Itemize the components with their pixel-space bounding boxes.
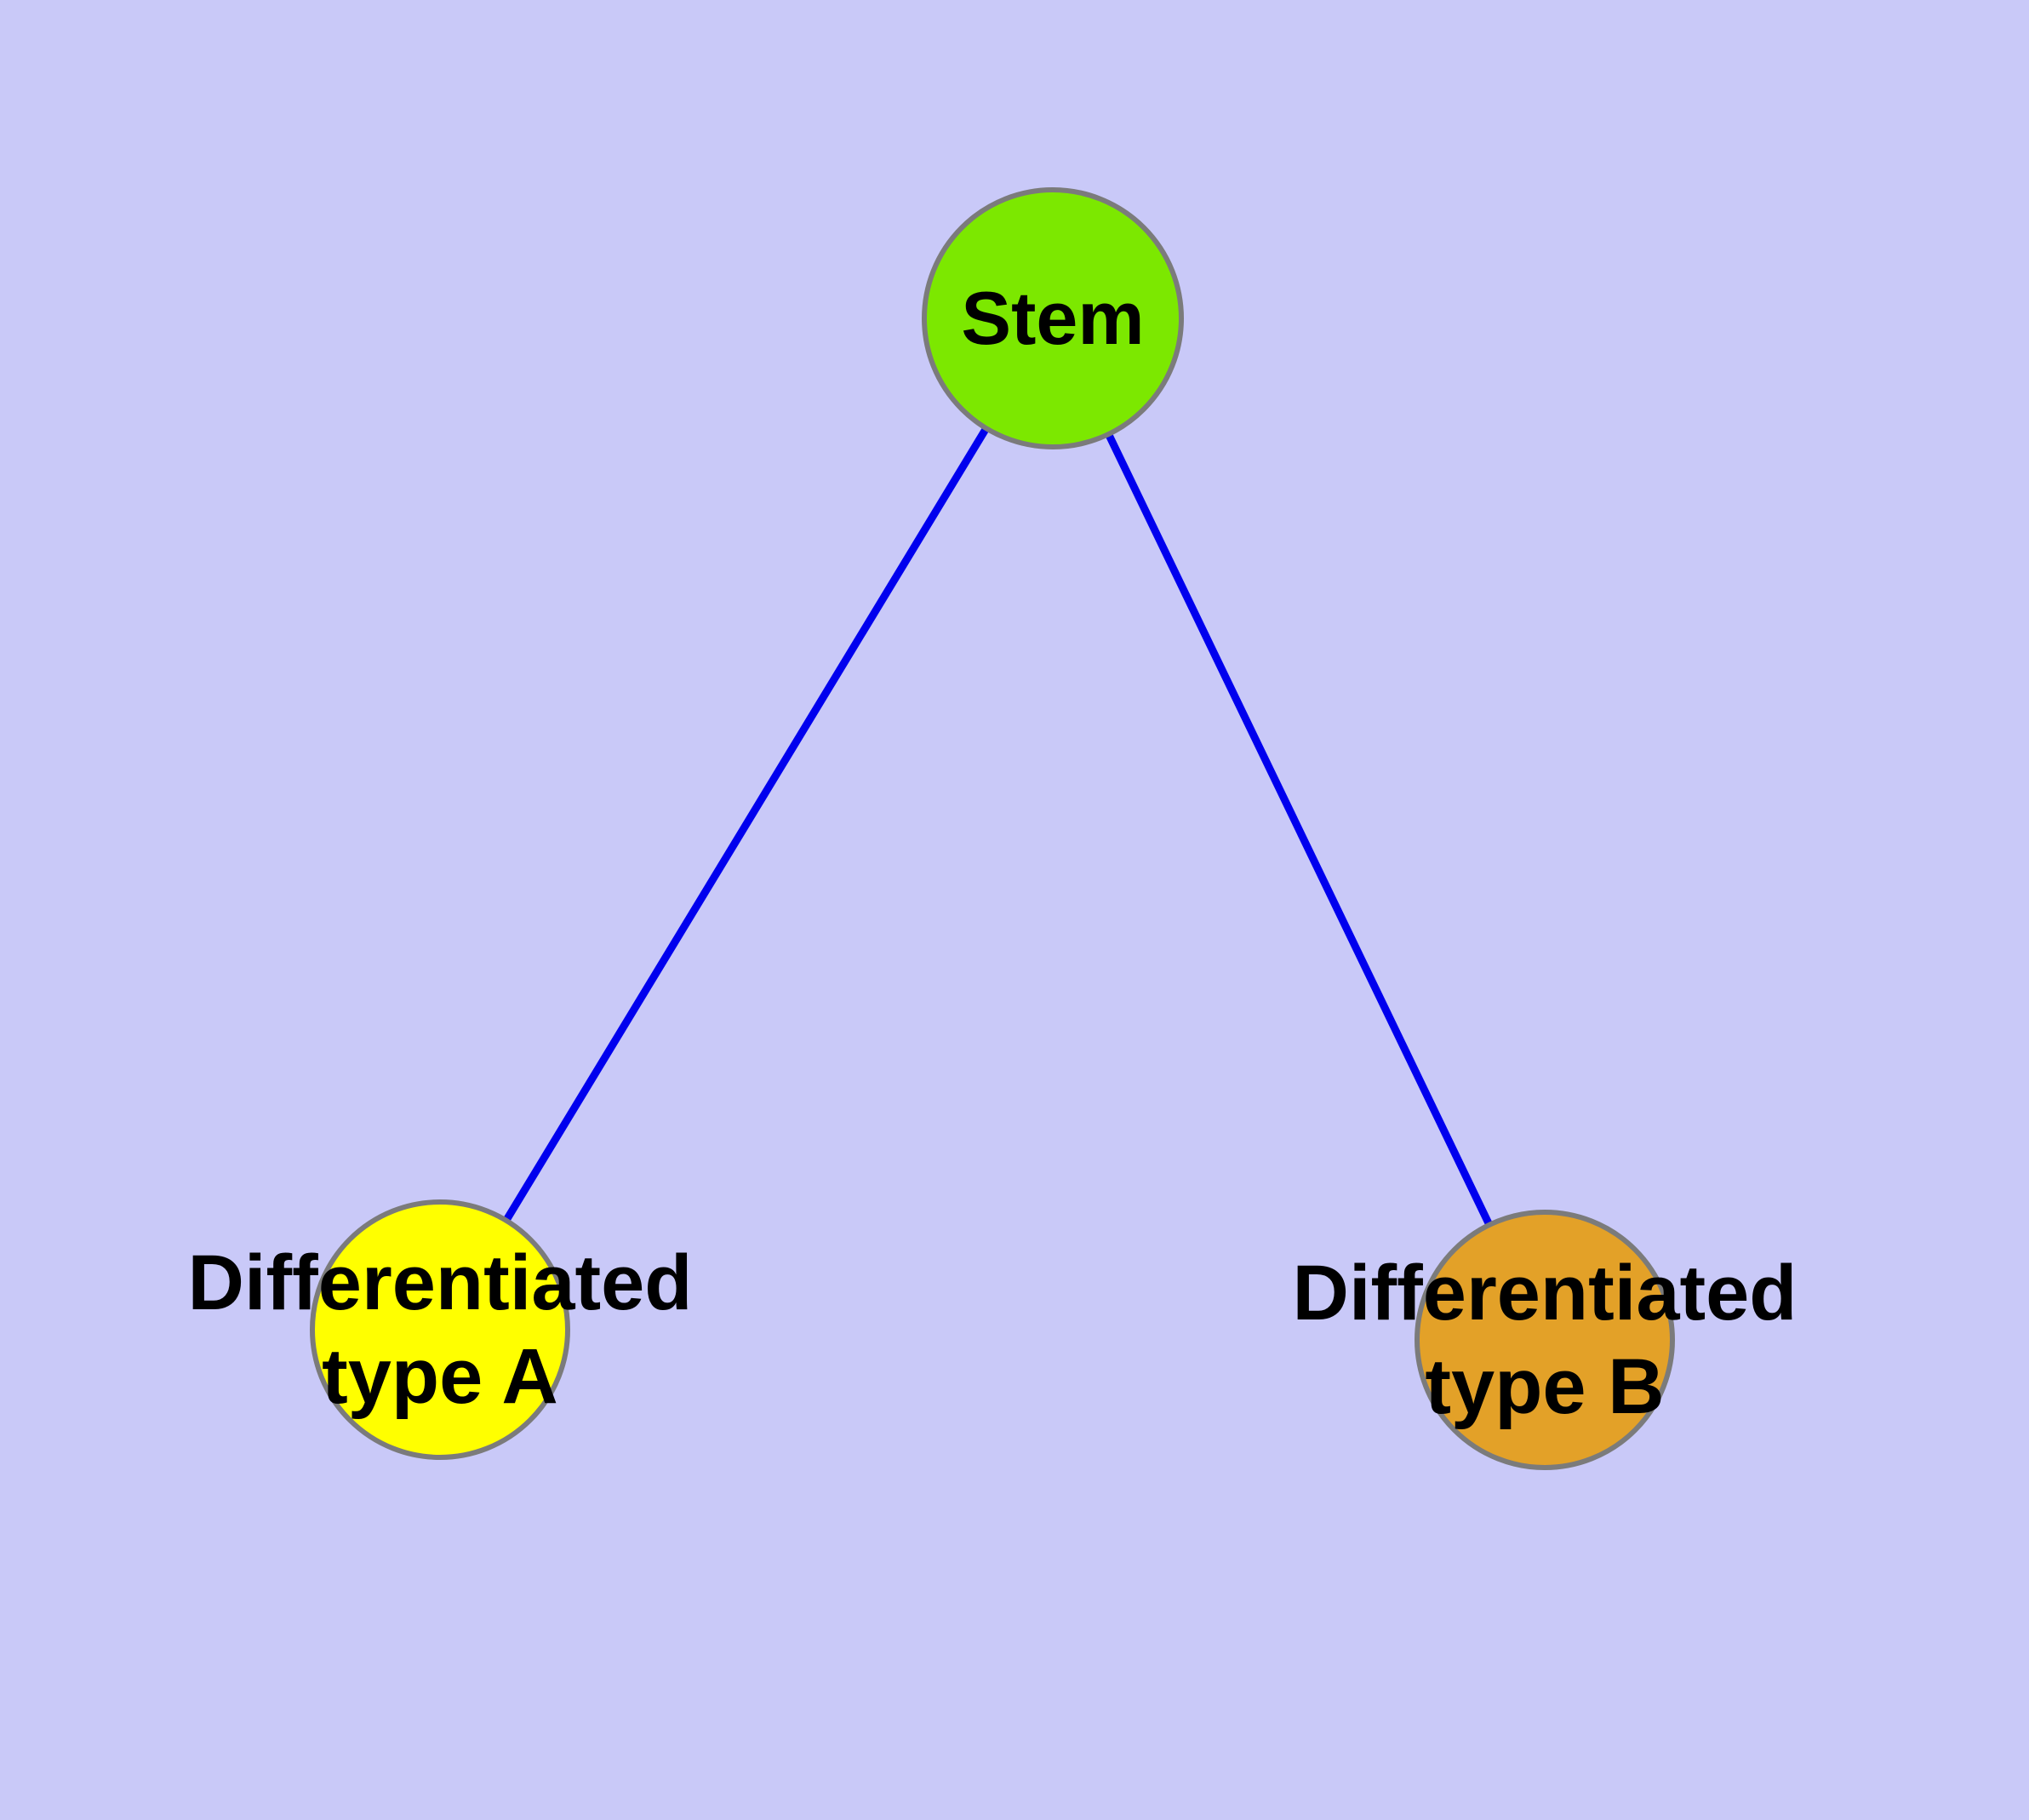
- edge-stem-to-type-a: [437, 316, 1056, 1332]
- differentiated-type-a-node-circle: [310, 1199, 570, 1460]
- stem-node-circle: [922, 187, 1184, 449]
- differentiated-type-b-node-circle: [1415, 1210, 1675, 1470]
- edge-stem-to-type-b: [1049, 317, 1549, 1342]
